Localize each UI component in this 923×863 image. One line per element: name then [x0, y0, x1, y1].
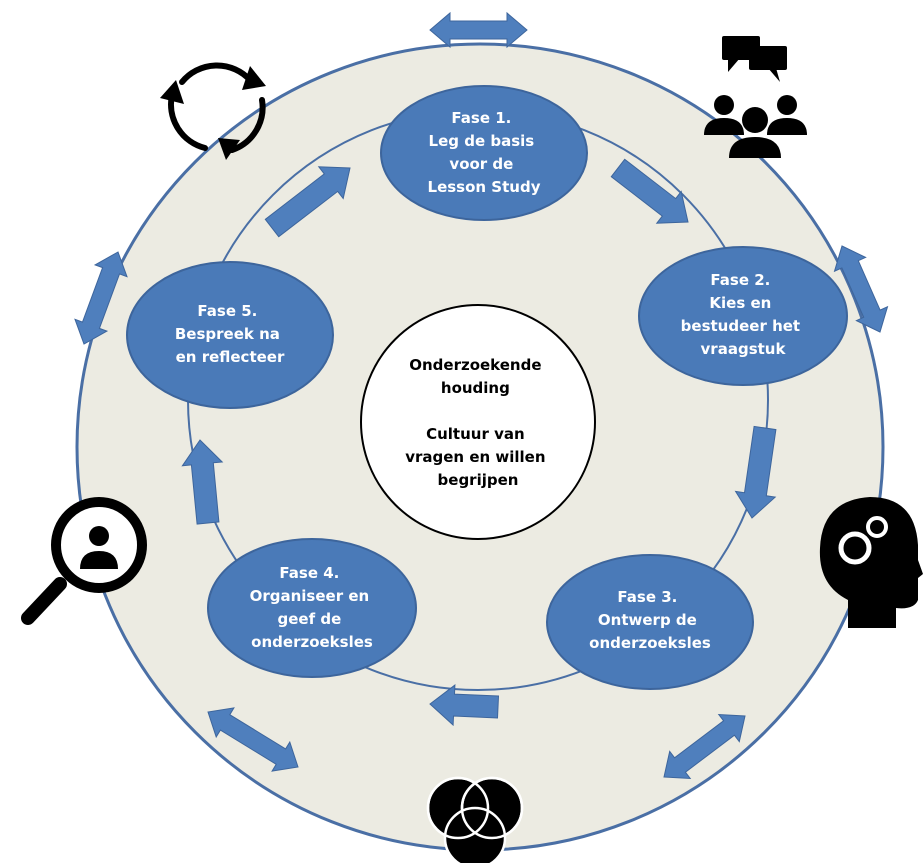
head-gears-icon [819, 497, 923, 628]
phase-3-line-3: onderzoeksles [589, 634, 711, 652]
inner-arrow-4 [181, 439, 224, 525]
inner-arrow-5 [264, 166, 351, 238]
phase-1: Fase 1. Leg de basis voor de Lesson Stud… [380, 85, 588, 221]
phase-2-line-3: bestudeer het [681, 317, 800, 335]
phase-1-ellipse [380, 85, 588, 221]
phase-3-ellipse [546, 554, 754, 690]
magnifier-person-icon [21, 497, 147, 625]
center-concept: Onderzoekende houding Cultuur van vragen… [360, 304, 596, 540]
center-line-6: begrijpen [438, 471, 519, 489]
phase-3-line-2: Ontwerp de [598, 611, 697, 629]
discussion-group-icon [704, 36, 807, 158]
venn-circles-icon [426, 776, 524, 863]
center-circle [360, 304, 596, 540]
inner-arrows [181, 158, 777, 727]
outer-double-arrows [74, 11, 889, 780]
phase-4-line-3: geef de [278, 610, 342, 628]
center-line-5: vragen en willen [405, 448, 545, 466]
svg-text:Fase 3. Ontwerp de: Fase 3. Ontwerp de onderzoeksles [589, 588, 711, 652]
inner-arrow-1 [610, 158, 689, 224]
inner-arrow-3 [429, 684, 500, 727]
phase-5-ellipse [126, 261, 334, 409]
phase-1-line-2: Leg de basis [429, 132, 535, 150]
phase-1-line-4: Lesson Study [428, 178, 541, 196]
phase-4-line-4: onderzoeksles [251, 633, 373, 651]
center-line-1: Onderzoekende [409, 356, 541, 374]
center-line-4: Cultuur van [426, 425, 525, 443]
outer-double-arrow-1 [429, 11, 528, 49]
phase-5-line-2: Bespreek na [175, 325, 280, 343]
svg-text:Fase 4. Organiseer en: Fase 4. Organiseer en geef de onderzoeks… [250, 564, 375, 651]
svg-text:Fase 5. Bespreek na: Fase 5. Bespreek na en reflecteer [175, 302, 285, 366]
phase-2: Fase 2. Kies en bestudeer het vraagstuk [638, 246, 848, 386]
phase-5-line-3: en reflecteer [176, 348, 285, 366]
svg-text:Fase 2. Kies en be: Fase 2. Kies en bestudeer het vraagstuk [681, 271, 806, 358]
phase-2-line-2: Kies en [709, 294, 771, 312]
phase-2-ellipse [638, 246, 848, 386]
outer-double-arrow-3 [663, 713, 746, 780]
outer-double-arrow-5 [74, 251, 128, 345]
inner-arrow-2 [734, 425, 777, 519]
phase-5-line-1: Fase 5. [197, 302, 257, 320]
phase-1-line-1: Fase 1. [451, 109, 511, 127]
outer-double-arrow-4 [207, 707, 299, 772]
phase-3-line-1: Fase 3. [617, 588, 677, 606]
phase-4-line-2: Organiseer en [250, 587, 370, 605]
center-line-2: houding [441, 379, 510, 397]
phase-2-line-4: vraagstuk [701, 340, 787, 358]
phase-4-line-1: Fase 4. [279, 564, 339, 582]
cycle-arrows-icon [160, 62, 266, 160]
phase-4-ellipse [207, 538, 417, 678]
phase-5: Fase 5. Bespreek na en reflecteer [126, 261, 334, 409]
outer-double-arrow-2 [833, 245, 889, 333]
phase-1-line-3: voor de [449, 155, 513, 173]
svg-text:Fase 1. Leg de basis: Fase 1. Leg de basis voor de Lesson Stud… [428, 109, 541, 196]
svg-text:Onderzoekende houding: Onderzoekende houding Cultuur van vragen… [405, 356, 551, 489]
phase-3: Fase 3. Ontwerp de onderzoeksles [546, 554, 754, 690]
phase-2-line-1: Fase 2. [710, 271, 770, 289]
phase-4: Fase 4. Organiseer en geef de onderzoeks… [207, 538, 417, 678]
